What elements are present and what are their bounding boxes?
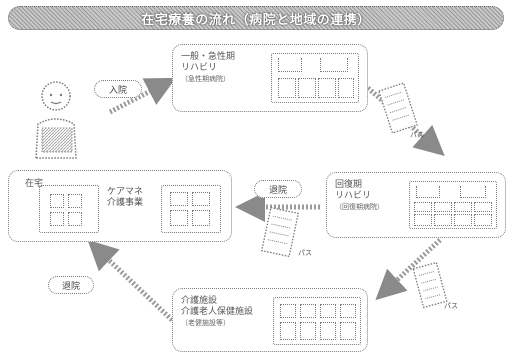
doc-label-top-right: パス — [410, 131, 424, 139]
floorplan-home-left — [39, 185, 99, 233]
floorplan-recovery — [409, 181, 497, 229]
doc-label-bottom-right: パス — [444, 302, 458, 310]
floorplan-home-right — [161, 185, 221, 233]
diagram-title: 在宅療養の流れ（病院と地域の連携） — [141, 12, 371, 28]
home-line2: ケアマネ — [107, 187, 144, 197]
arrow-facility-to-home — [87, 239, 174, 322]
arrow-recovery-to-facility — [375, 238, 442, 301]
recovery-line2: リハビリ — [335, 191, 372, 201]
arrow-person-to-hospital — [108, 77, 176, 115]
recovery-line1: 回復期 — [335, 180, 363, 190]
pill-transfer: 退院 — [48, 276, 94, 294]
arrow-hospital-to-recovery — [366, 86, 445, 156]
facility-line2: 介護老人保健施設 — [181, 307, 254, 317]
box-care-facility: 介護施設 介護老人保健施設 （老健施設等） — [172, 288, 368, 352]
path-document-top-right — [378, 82, 418, 134]
facility-line3: （老健施設等） — [181, 319, 230, 327]
acute-line3: （急性期病院） — [181, 75, 230, 83]
recovery-line3: （回復期病院） — [335, 203, 384, 211]
acute-line2: リハビリ — [181, 63, 218, 73]
floorplan-facility — [273, 297, 361, 345]
acute-line1: 一般・急性期 — [181, 52, 236, 62]
box-recovery-rehab: 回復期 リハビリ （回復期病院） — [326, 172, 506, 238]
pill-discharge: 退院 — [254, 180, 302, 198]
box-home-care: 在宅 ケアマネ 介護事業 — [8, 170, 232, 242]
pill-admission: 入院 — [94, 80, 142, 98]
home-line1: 在宅 — [25, 179, 44, 189]
box-acute-hospital: 一般・急性期 リハビリ （急性期病院） — [172, 44, 368, 112]
path-document-bottom-right — [412, 261, 448, 309]
floorplan-acute — [271, 53, 359, 103]
doc-label-middle: パス — [298, 249, 312, 257]
path-document-middle — [260, 206, 300, 258]
patient-figure — [35, 81, 77, 159]
facility-line1: 介護施設 — [181, 296, 218, 306]
title-banner: 在宅療養の流れ（病院と地域の連携） — [8, 6, 504, 30]
home-line3: 介護事業 — [107, 198, 144, 208]
